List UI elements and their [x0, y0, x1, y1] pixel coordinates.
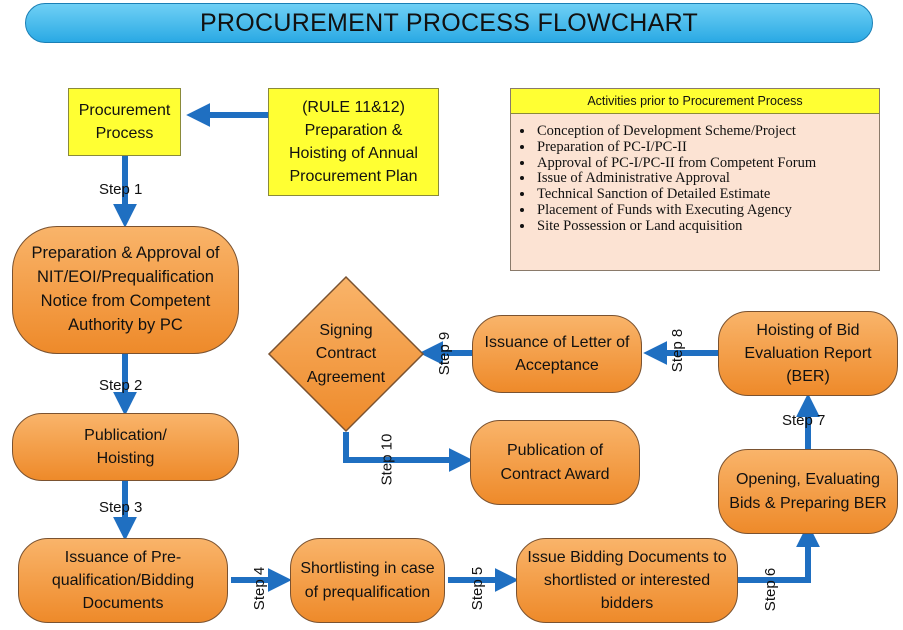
annual-plan-box: (RULE 11&12) Preparation & Hoisting of A… [268, 88, 439, 196]
step-7-label: Step 7 [782, 412, 826, 429]
step-1-label: Step 1 [99, 181, 143, 198]
activities-panel: Activities prior to Procurement Process … [510, 88, 880, 271]
nit-approval-node: Preparation & Approval of NIT/EOI/Prequa… [12, 226, 239, 354]
shortlisting-node: Shortlisting in case of prequalification [290, 538, 445, 623]
signing-contract-label: Signing Contract Agreement [306, 322, 386, 386]
hoisting-ber-node: Hoisting of Bid Evaluation Report (BER) [718, 311, 898, 396]
issuance-documents-node: Issuance of Pre-qualification/Bidding Do… [18, 538, 228, 623]
arrow-step6 [738, 523, 820, 583]
opening-evaluating-node: Opening, Evaluating Bids & Preparing BER [718, 449, 898, 534]
step-9-label: Step 9 [436, 331, 454, 376]
activity-item: Issue of Administrative Approval [535, 171, 879, 187]
activity-item: Placement of Funds with Executing Agency [535, 202, 879, 219]
signing-diamond-shape [267, 275, 425, 433]
arrow-step10 [343, 432, 473, 472]
activity-item: Conception of Development Scheme/Project [535, 123, 879, 140]
flowchart-title: PROCUREMENT PROCESS FLOWCHART [25, 3, 873, 43]
step-6-label: Step 6 [762, 567, 780, 612]
activity-item: Approval of PC-I/PC-II from Competent Fo… [535, 155, 879, 172]
activities-heading: Activities prior to Procurement Process [511, 89, 879, 114]
procurement-process-box: Procurement Process [68, 88, 181, 156]
step-10-label: Step 10 [378, 433, 396, 486]
step-4-label: Step 4 [251, 566, 269, 611]
issue-bidding-node: Issue Bidding Documents to shortlisted o… [516, 538, 738, 623]
letter-acceptance-node: Issuance of Letter of Acceptance [472, 315, 642, 393]
step-2-label: Step 2 [99, 377, 143, 394]
activity-item: Technical Sanction of Detailed Estimate [535, 186, 879, 203]
step-5-label: Step 5 [469, 566, 487, 611]
activity-item: Site Possession or Land acquisition [535, 218, 879, 235]
publication-node: Publication/ Hoisting [12, 413, 239, 481]
publication-award-node: Publication of Contract Award [470, 420, 640, 505]
activity-item: Preparation of PC-I/PC-II [535, 139, 879, 156]
step-3-label: Step 3 [99, 499, 143, 516]
activities-list: Conception of Development Scheme/Project… [511, 123, 879, 235]
step-8-label: Step 8 [669, 328, 687, 373]
